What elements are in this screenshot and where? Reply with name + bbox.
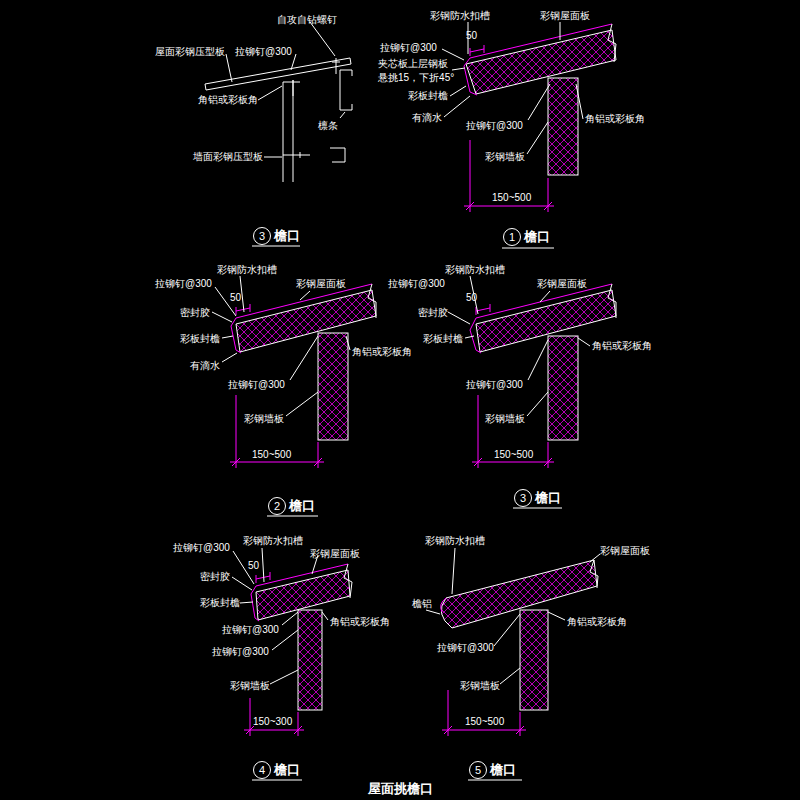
detail-number-circle: 3 — [514, 489, 532, 507]
annotation: 拉铆钉@300 — [235, 46, 292, 58]
annotation: 50 — [230, 292, 241, 304]
callout-number: 5 — [475, 764, 481, 776]
annotation: 角铝或彩板角 — [198, 94, 258, 106]
annotation: 彩钢防水扣槽 — [243, 535, 303, 547]
detail-heading: 檐口 — [274, 228, 300, 243]
annotation: 彩钢屋面板 — [296, 278, 346, 290]
annotation: 拉铆钉@300 — [466, 120, 523, 132]
annotation: 拉铆钉@300 — [228, 379, 285, 391]
annotation: 50 — [248, 560, 259, 572]
annotation: 密封胶 — [180, 307, 210, 319]
annotation: 角铝或彩板角 — [352, 346, 412, 358]
annotation: 拉铆钉@300 — [173, 542, 230, 554]
annotation: 彩钢屋面板 — [537, 278, 587, 290]
annotation: 拉铆钉@300 — [380, 42, 437, 54]
annotation: 彩钢防水扣槽 — [425, 535, 485, 547]
detail-number-circle: 4 — [253, 761, 271, 779]
annotation: 密封胶 — [200, 571, 230, 583]
annotation: 角铝或彩板角 — [585, 113, 645, 125]
annotation: 彩钢墙板 — [460, 680, 500, 692]
annotation: 彩钢墙板 — [485, 413, 525, 425]
annotation: 有滴水 — [190, 360, 220, 372]
annotation: 角铝或彩板角 — [330, 616, 390, 628]
callout-number: 3 — [259, 230, 265, 242]
annotation: 拉铆钉@300 — [388, 278, 445, 290]
annotation: 50 — [466, 292, 477, 304]
callout-number: 1 — [509, 231, 515, 243]
drawing-title: 屋面挑檐口 — [368, 781, 433, 796]
annotation: 悬挑15，下折45° — [378, 72, 454, 84]
annotation: 密封胶 — [418, 307, 448, 319]
annotation: 彩钢屋面板 — [600, 545, 650, 557]
annotation: 彩板封檐 — [200, 597, 240, 609]
detail-number-circle: 2 — [268, 497, 286, 515]
annotation: 彩钢墙板 — [485, 151, 525, 163]
annotation: 150~500 — [494, 449, 533, 461]
annotation: 拉铆钉@300 — [437, 642, 494, 654]
annotation: 50 — [466, 30, 477, 42]
detail-heading: 檐口 — [274, 762, 300, 777]
annotation: 拉铆钉@300 — [155, 278, 212, 290]
callout-number: 3 — [520, 492, 526, 504]
annotation: 自攻自钻螺钉 — [277, 14, 337, 26]
annotation: 拉铆钉@300 — [466, 379, 523, 391]
annotation: 150~500 — [492, 192, 531, 204]
annotation: 彩钢防水扣槽 — [445, 264, 505, 276]
detail-number-circle: 3 — [253, 227, 271, 245]
detail-heading: 檐口 — [289, 498, 315, 513]
detail-heading: 檐口 — [490, 762, 516, 777]
annotation: 150~300 — [253, 716, 292, 728]
annotation: 角铝或彩板角 — [567, 616, 627, 628]
annotation: 彩钢防水扣槽 — [430, 10, 490, 22]
annotation: 拉铆钉@300 — [212, 646, 269, 658]
annotation: 屋面彩钢压型板 — [155, 46, 225, 58]
detail-heading: 檐口 — [535, 490, 561, 505]
detail-number-circle: 5 — [469, 761, 487, 779]
annotation: 彩板封檐 — [180, 333, 220, 345]
annotation: 彩钢防水扣槽 — [217, 264, 277, 276]
annotation: 檐铝 — [412, 598, 432, 610]
annotation: 檩条 — [318, 120, 338, 132]
callout-number: 4 — [259, 764, 265, 776]
annotation: 墙面彩钢压型板 — [193, 151, 263, 163]
annotation: 彩板封檐 — [423, 333, 463, 345]
annotation: 彩钢墙板 — [230, 680, 270, 692]
annotation: 彩板封檐 — [408, 90, 448, 102]
annotation: 彩钢屋面板 — [310, 548, 360, 560]
callout-number: 2 — [274, 500, 280, 512]
annotation: 彩钢屋面板 — [540, 10, 590, 22]
annotation: 150~500 — [252, 449, 291, 461]
detail-number-circle: 1 — [503, 228, 521, 246]
annotation: 拉铆钉@300 — [222, 624, 279, 636]
annotation: 夹芯板上层钢板 — [378, 58, 448, 70]
annotation: 角铝或彩板角 — [592, 340, 652, 352]
annotation: 150~500 — [465, 716, 504, 728]
annotation: 彩钢墙板 — [244, 413, 284, 425]
annotation: 有滴水 — [412, 112, 442, 124]
detail-heading: 檐口 — [524, 229, 550, 244]
